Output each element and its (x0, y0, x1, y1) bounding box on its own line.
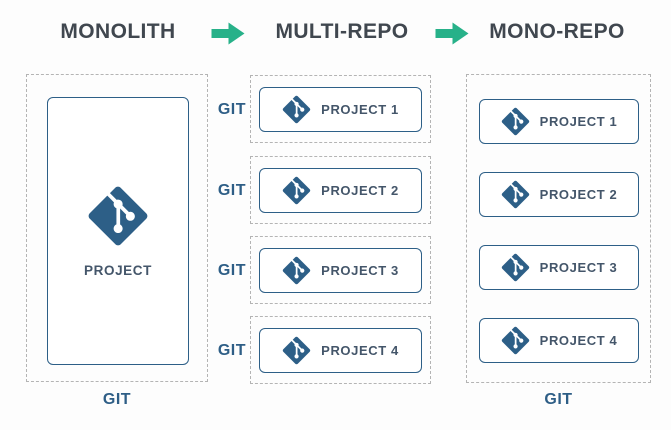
multi-repo-git-label-3: GIT (217, 262, 246, 279)
git-logo-icon (501, 107, 529, 136)
project-label: PROJECT (84, 262, 152, 278)
project-label: PROJECT 2 (539, 187, 618, 202)
git-logo-icon (282, 336, 311, 364)
project-label: PROJECT 3 (321, 262, 399, 278)
monolith-git-repo-container: PROJECT (26, 74, 208, 382)
multi-repo-git-label-2: GIT (217, 182, 246, 199)
project-label: PROJECT 1 (321, 101, 399, 117)
project-label: PROJECT 2 (321, 182, 399, 198)
arrow-right-icon (435, 22, 469, 45)
stage-title-monolith: MONOLITH (60, 20, 176, 43)
project-box-2: PROJECT 2 (479, 172, 639, 217)
project-box-4: PROJECT 4 (479, 318, 639, 363)
project-box-4: PROJECT 4 (259, 327, 422, 373)
mono-repo-git-caption: GIT (544, 391, 573, 408)
git-logo-icon (282, 95, 311, 123)
git-logo-icon (501, 253, 529, 282)
arrow-right-icon (211, 22, 245, 45)
git-logo-icon (501, 180, 529, 209)
git-logo-icon (282, 256, 311, 284)
project-label: PROJECT 3 (539, 260, 618, 275)
stage-title-mono-repo: MONO-REPO (489, 20, 625, 43)
multi-repo-git-label-4: GIT (217, 342, 246, 359)
stage-title-multi-repo: MULTI-REPO (275, 20, 409, 43)
project-box-3: PROJECT 3 (259, 247, 422, 293)
project-box-1: PROJECT 1 (259, 86, 422, 132)
multi-repo-git-repo-container-3: PROJECT 3 (250, 236, 431, 304)
project-label: PROJECT 1 (539, 114, 618, 129)
mono-repo-git-repo-container: PROJECT 1 PROJECT 2 PROJECT 3 PROJECT 4 (466, 74, 651, 383)
multi-repo-git-repo-container-4: PROJECT 4 (250, 316, 431, 384)
project-box-3: PROJECT 3 (479, 245, 639, 290)
multi-repo-git-repo-container-1: PROJECT 1 (250, 75, 431, 143)
project-box-1: PROJECT 1 (479, 99, 639, 144)
git-logo-icon (282, 176, 311, 204)
multi-repo-git-repo-container-2: PROJECT 2 (250, 156, 431, 224)
git-logo-icon (88, 186, 148, 245)
monolith-project-box: PROJECT (47, 97, 189, 365)
multi-repo-git-label-1: GIT (217, 101, 246, 118)
monolith-git-caption: GIT (102, 391, 132, 408)
project-label: PROJECT 4 (539, 333, 618, 348)
project-box-2: PROJECT 2 (259, 167, 422, 213)
project-label: PROJECT 4 (321, 342, 399, 358)
git-logo-icon (501, 326, 529, 355)
